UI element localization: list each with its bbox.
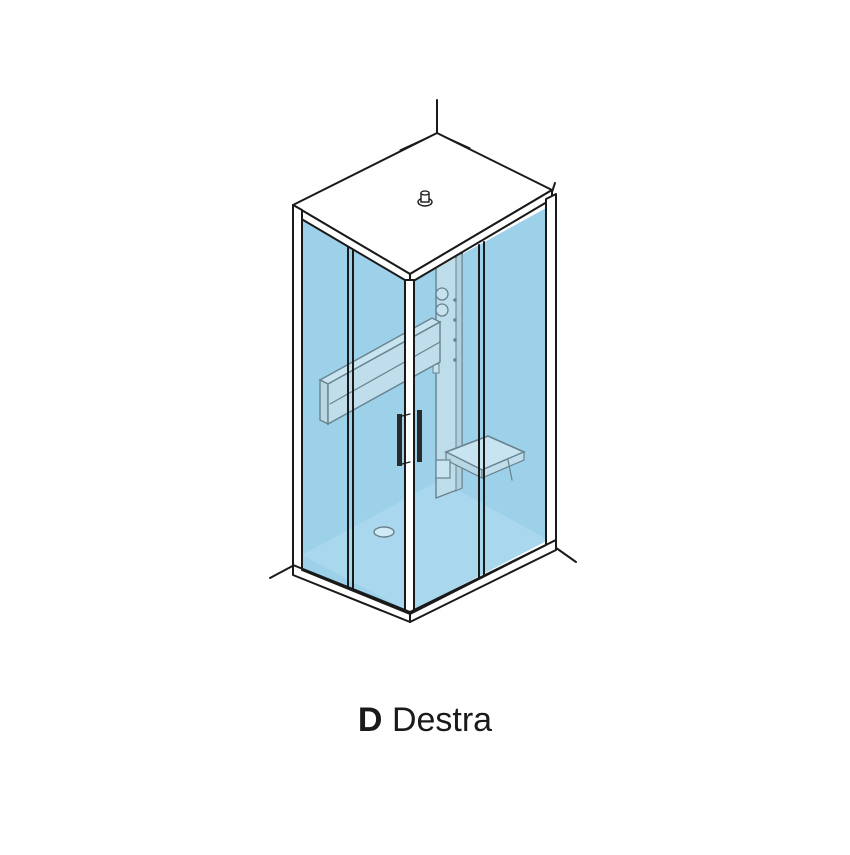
variant-letter: D xyxy=(357,701,383,739)
left-post xyxy=(292,204,303,571)
door-handle-icon xyxy=(397,410,422,466)
handle-left xyxy=(397,414,402,466)
handle-left-bottom-arm xyxy=(401,461,411,465)
roof xyxy=(292,132,553,284)
handle-left-top-arm xyxy=(401,413,411,417)
base-tray xyxy=(292,539,557,623)
corner-post xyxy=(404,279,415,618)
base-threshold xyxy=(352,589,409,613)
right-post xyxy=(545,193,557,546)
variant-word: Destra xyxy=(391,701,493,739)
base-right-line xyxy=(409,544,547,615)
handle-right xyxy=(417,410,422,462)
variant-caption: D Destra xyxy=(0,690,850,750)
shower-head-icon xyxy=(417,190,433,207)
base-left-line xyxy=(301,569,411,615)
left-front-glass xyxy=(302,220,410,612)
